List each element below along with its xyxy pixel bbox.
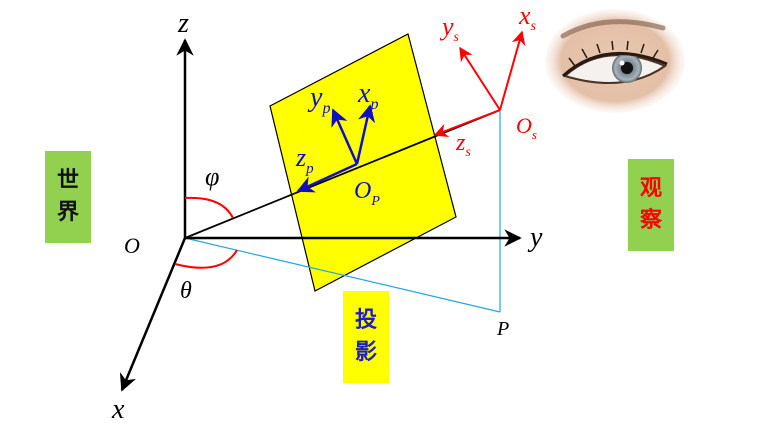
obs-x-axis — [499, 30, 526, 111]
obs-z-axis — [433, 109, 501, 138]
proj-z-axis — [296, 162, 358, 193]
badge-world: 世 界 — [45, 151, 91, 243]
obs-y-axis — [459, 46, 501, 111]
badge-observe-char-1: 观 — [639, 176, 662, 202]
label-proj-y: yp — [307, 82, 330, 117]
badge-world-char-2: 界 — [56, 200, 79, 225]
badge-observe: 观 察 — [628, 159, 674, 251]
label-obs-z: zs — [455, 130, 471, 160]
label-x: x — [111, 394, 125, 425]
world-x-axis — [119, 237, 187, 392]
badge-observe-char-2: 察 — [639, 208, 662, 233]
label-proj-origin: OP — [354, 178, 380, 209]
label-proj-z: zp — [295, 143, 314, 177]
label-theta: θ — [180, 278, 192, 304]
label-point-p: P — [496, 318, 509, 340]
label-phi: φ — [205, 162, 219, 191]
badge-world-char-1: 世 — [56, 168, 79, 194]
label-proj-x: xp — [357, 78, 378, 113]
badge-projection-char-1: 投 — [354, 308, 377, 334]
label-obs-x: xs — [518, 1, 537, 34]
phi-angle-arc — [184, 196, 234, 219]
label-origin: O — [124, 233, 140, 258]
proj-y-axis — [331, 108, 359, 165]
proj-x-axis — [355, 104, 376, 165]
badge-projection: 投 影 — [343, 291, 389, 383]
projection-plane — [269, 33, 457, 292]
label-z: z — [177, 8, 189, 39]
badge-projection-char-2: 影 — [354, 340, 377, 365]
label-y: y — [527, 222, 543, 253]
theta-angle-arc — [174, 249, 238, 269]
label-obs-origin: Os — [516, 113, 537, 142]
label-obs-y: ys — [439, 12, 460, 45]
eye-image — [545, 9, 685, 113]
